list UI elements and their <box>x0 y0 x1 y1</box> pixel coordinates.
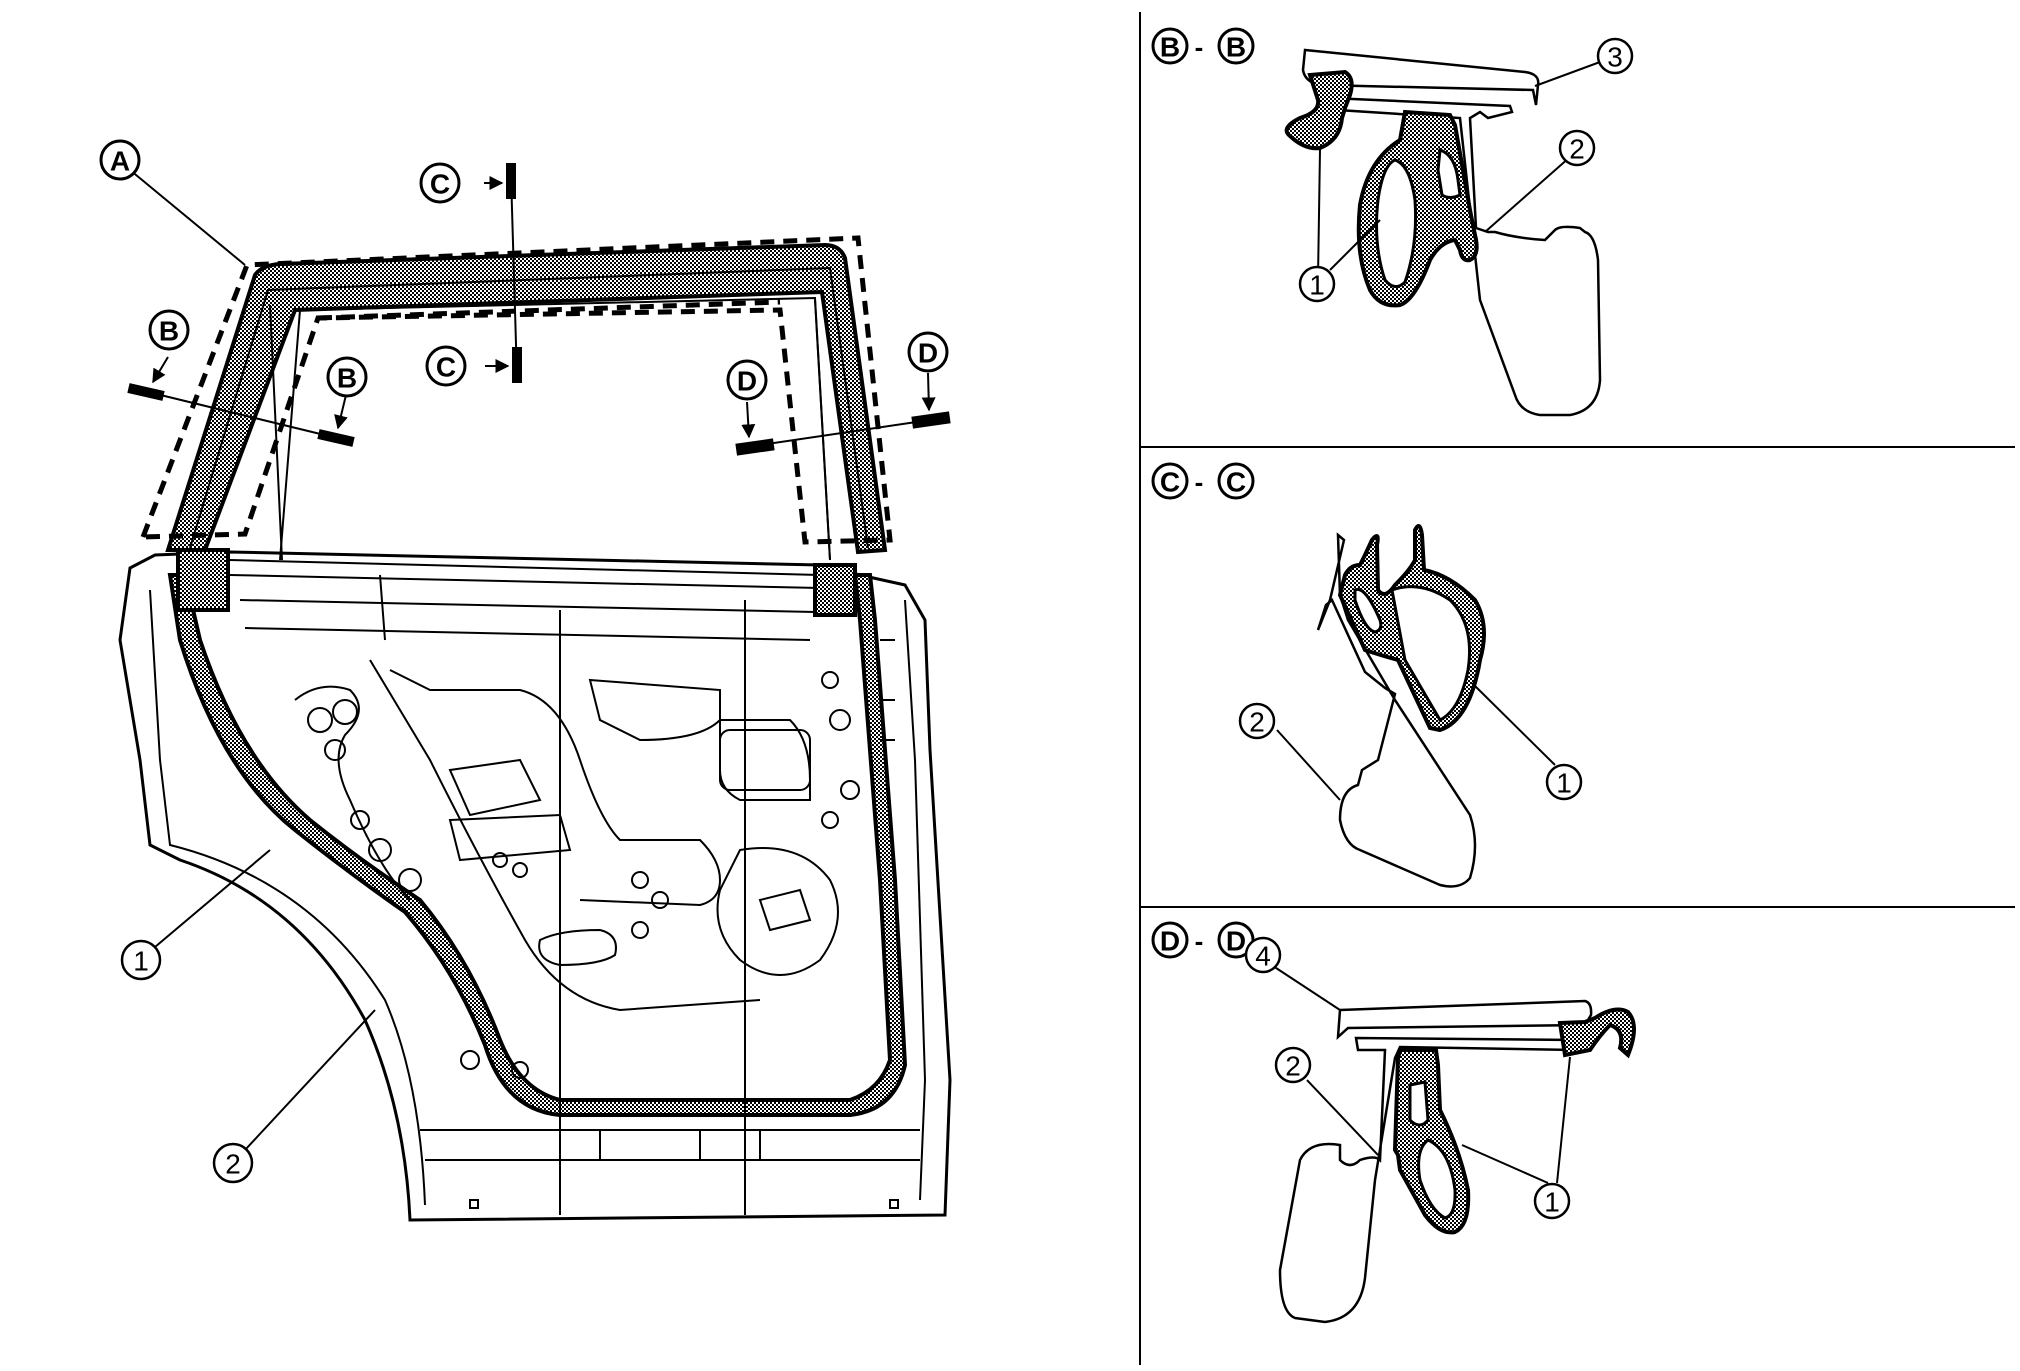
section-d-d-label-left: D <box>1160 926 1180 957</box>
section-d-d-title: D - D <box>1151 921 1255 959</box>
cc-callout-2: 2 <box>1238 702 1276 740</box>
region-a-outer-dash <box>139 235 893 545</box>
callout-b-right-label: B <box>337 363 357 394</box>
dd-callout-1: 1 <box>1533 1182 1571 1220</box>
callout-b-left: B <box>148 309 190 351</box>
rear-corner-block <box>813 563 857 617</box>
dd-seal-hole-lower <box>1417 1138 1457 1220</box>
window-glass <box>279 296 831 561</box>
callout-part-2: 2 <box>212 1142 254 1184</box>
section-c-c-label-left: C <box>1160 467 1180 498</box>
callout-c-top: C <box>419 162 461 204</box>
cut-mark-c-top <box>506 163 516 199</box>
cc-callout-1: 1 <box>1545 763 1583 801</box>
dd-sash <box>1278 1036 1577 1324</box>
callout-part-1-label: 1 <box>133 946 149 977</box>
cut-mark-d-right <box>911 411 951 429</box>
callout-a: A <box>99 139 141 181</box>
door-main-view <box>118 163 952 1222</box>
callout-c-bottom-label: C <box>436 352 456 383</box>
section-d-d-label-right: D <box>1226 926 1246 957</box>
cut-mark-c-bottom <box>512 347 522 383</box>
cc-seal-bulb-hole <box>1390 585 1472 722</box>
bb-callout-1-label: 1 <box>1309 270 1325 301</box>
dd-seal-hole-upper <box>1408 1080 1430 1127</box>
dd-callout-4: 4 <box>1244 936 1282 974</box>
callout-b-left-label: B <box>159 316 179 347</box>
dd-callout-4-label: 4 <box>1255 941 1271 972</box>
callout-part-2-label: 2 <box>225 1149 241 1180</box>
bb-callout-3-label: 3 <box>1607 42 1623 73</box>
section-b-b: B - B 1 2 3 <box>1151 27 1634 417</box>
bb-glass <box>1301 48 1540 106</box>
section-b-b-title: B - B <box>1151 27 1255 65</box>
dd-callout-2-label: 2 <box>1285 1051 1301 1082</box>
dd-callout-1-label: 1 <box>1544 1187 1560 1218</box>
door-inner-seal-1 <box>167 573 908 1117</box>
section-c-c-title: C - C <box>1151 462 1255 500</box>
section-b-b-label-left: B <box>1160 32 1180 63</box>
cc-callout-1-label: 1 <box>1556 768 1572 799</box>
section-d-d-separator: - <box>1195 926 1204 956</box>
callout-c-bottom: C <box>425 345 467 387</box>
cut-mark-b-left <box>127 383 165 401</box>
bb-seal-upper <box>1284 69 1354 151</box>
section-c-c: C - C 2 1 <box>1151 462 1583 888</box>
cc-sash <box>1316 532 1477 888</box>
section-c-c-separator: - <box>1195 467 1204 497</box>
cc-seal-slot <box>1353 587 1383 634</box>
callout-d-right-label: D <box>918 338 938 369</box>
section-b-b-label-right: B <box>1226 32 1246 63</box>
bb-callout-2: 2 <box>1558 129 1596 167</box>
bb-callout-3: 3 <box>1596 37 1634 75</box>
section-b-b-separator: - <box>1195 32 1204 62</box>
callout-b-right: B <box>326 356 368 398</box>
cc-callout-2-label: 2 <box>1249 707 1265 738</box>
region-a-inner-dash <box>317 299 781 321</box>
dd-glass <box>1336 999 1593 1041</box>
callout-c-top-label: C <box>430 169 450 200</box>
door-outer-panel <box>118 550 952 1222</box>
callout-d-left: D <box>726 359 768 401</box>
front-corner-block <box>176 548 230 612</box>
bb-callout-2-label: 2 <box>1569 134 1585 165</box>
dd-seal-clip <box>1557 1007 1636 1059</box>
window-frame-seal <box>165 242 888 555</box>
dd-callout-2: 2 <box>1274 1046 1312 1084</box>
section-c-c-label-right: C <box>1226 467 1246 498</box>
cut-mark-b-right <box>317 429 355 447</box>
callout-a-label: A <box>110 146 130 177</box>
callout-d-right: D <box>907 331 949 373</box>
bb-seal-bulb-hole <box>1375 158 1418 288</box>
section-d-d: D - D 4 2 1 <box>1151 921 1636 1324</box>
cut-mark-d-left <box>735 438 775 456</box>
callout-d-left-label: D <box>737 366 757 397</box>
bb-seal-inner-hole <box>1436 147 1462 199</box>
callout-part-1: 1 <box>120 939 162 981</box>
bb-callout-1: 1 <box>1298 265 1336 303</box>
bb-sash <box>1327 96 1602 417</box>
